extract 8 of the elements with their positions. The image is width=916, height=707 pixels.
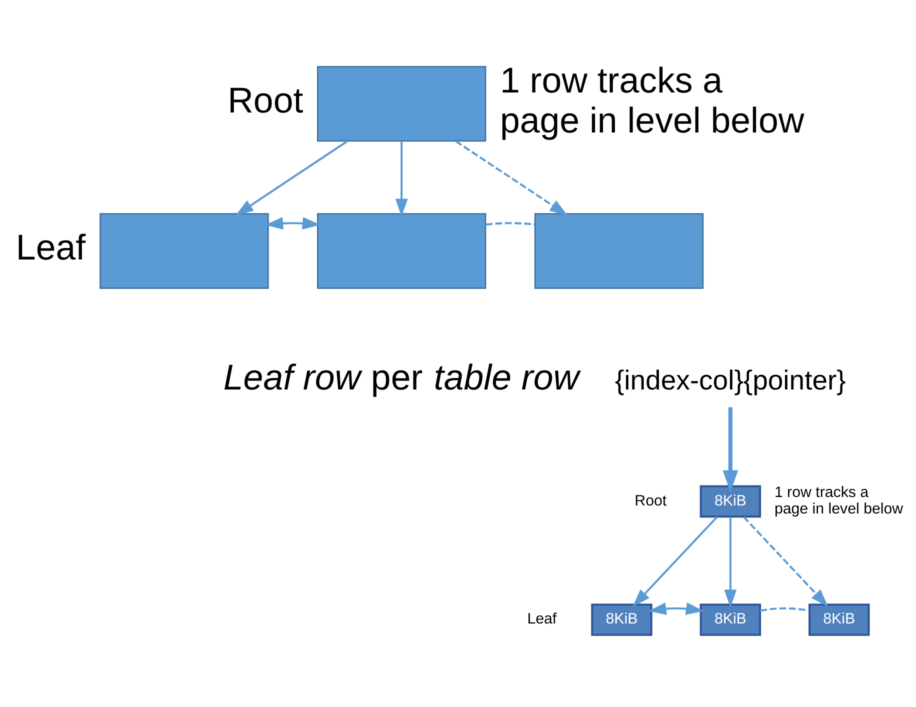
node-label: Root	[634, 492, 667, 510]
node-label: Root	[228, 80, 304, 120]
node-label: Leaf	[527, 610, 557, 628]
node-text: {index-col}{pointer}	[614, 364, 846, 396]
node-label: Leaf	[16, 228, 86, 268]
label: Leaf row per table row	[223, 358, 580, 398]
node-label: 1 row tracks a page in level below	[500, 60, 804, 140]
node-label: 1 row tracks a page in level below	[774, 484, 904, 518]
